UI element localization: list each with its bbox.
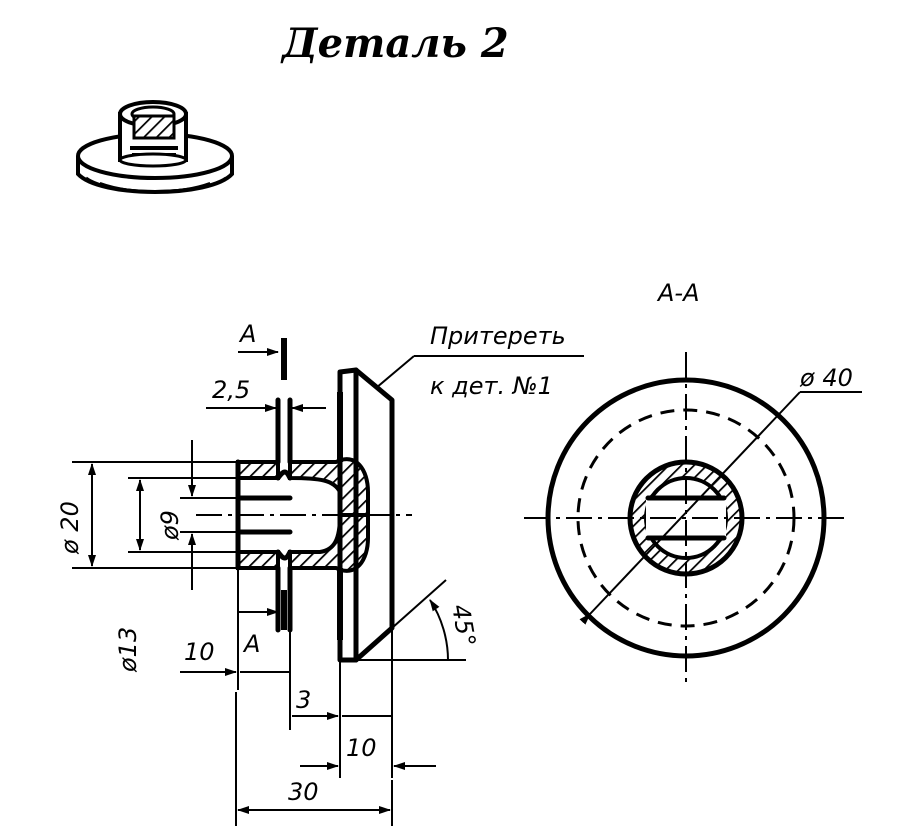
slot-lines-upper <box>275 397 293 465</box>
dim-outer-boss: ø 20 <box>56 461 236 569</box>
dim-flange-text: 10 <box>346 734 377 762</box>
cut-mark-bottom: А <box>242 630 260 658</box>
dim-wall: 2,5 <box>206 376 326 412</box>
dim-bore-text: ø9 <box>156 510 184 541</box>
part-isometric-sketch <box>76 100 234 194</box>
dim-boss-length-text: 10 <box>184 638 215 666</box>
note-line-1: Притереть <box>430 322 566 350</box>
section-aa-view: ø 40 <box>524 352 862 682</box>
dim-step: 3 <box>289 632 392 730</box>
dim-flange: 10 <box>300 630 436 778</box>
bore-lines <box>235 495 293 535</box>
section-view <box>196 367 412 663</box>
cutting-plane-bottom: А <box>238 590 287 658</box>
hatched-section-upper <box>236 460 280 480</box>
note-line-2: к дет. №1 <box>430 372 553 400</box>
dim-boss-length: 10 <box>180 570 290 690</box>
cut-mark-top: А <box>238 320 256 348</box>
dim-wall-text: 2,5 <box>212 376 250 404</box>
dim-chamfer: 45° <box>355 579 481 661</box>
section-label: А-А <box>656 279 700 307</box>
slot-lines-lower <box>275 565 293 633</box>
lapping-note: Притереть к дет. №1 <box>375 322 584 400</box>
dim-total: 30 <box>235 692 393 826</box>
drawing-title: Деталь 2 <box>280 20 509 67</box>
slot-bottoms <box>275 469 293 561</box>
hatched-flange-web-lower <box>288 513 370 573</box>
hatched-section-lower <box>236 550 280 570</box>
dim-section-dia-text: ø 40 <box>799 364 853 392</box>
dim-neck-text: ø13 <box>114 627 142 673</box>
dim-outer-boss-text: ø 20 <box>56 501 84 555</box>
dim-bore: ø9 <box>156 440 236 590</box>
dia-leader <box>579 391 801 625</box>
cutting-plane-top: А <box>238 320 287 380</box>
dim-step-text: 3 <box>296 686 311 714</box>
note-leader <box>375 355 415 389</box>
dim-chamfer-text: 45° <box>446 602 481 649</box>
dim-total-text: 30 <box>288 778 319 806</box>
dim-neck: ø13 <box>114 477 236 673</box>
